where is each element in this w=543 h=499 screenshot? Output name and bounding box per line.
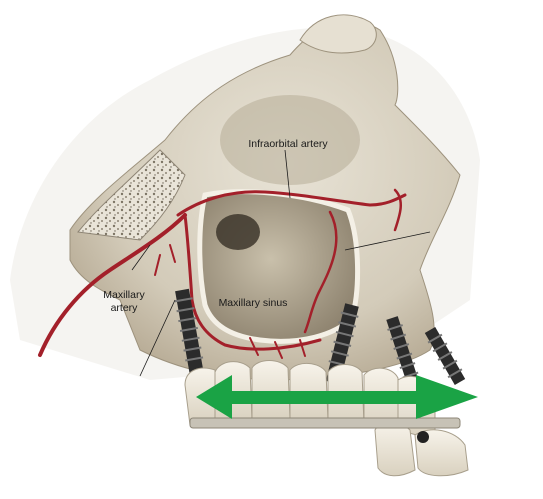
implant-screw-icon (417, 431, 429, 443)
maxillary-artery-branch (183, 213, 322, 351)
label-maxillary-sinus: Maxillary sinus (219, 297, 288, 309)
dental-implant-icon (325, 303, 359, 385)
infraorbital-artery-branch (393, 188, 402, 232)
dental-implant-icon (424, 327, 466, 385)
double-headed-arrow-icon (196, 375, 478, 419)
leader-line-lower (139, 299, 176, 377)
leader-line-maxillary-artery (131, 244, 151, 271)
leader-line-infraorbital (284, 149, 291, 199)
nasal-bone (299, 14, 377, 54)
maxillary-artery (38, 213, 187, 357)
sinus-artery-branch (303, 210, 338, 334)
prosthesis-bar (189, 417, 461, 429)
label-maxillary-artery-line2: artery (111, 302, 139, 314)
leader-line-sinus (344, 231, 431, 251)
dental-implant-icon (386, 316, 420, 389)
infraorbital-artery (176, 190, 407, 217)
maxillary-sinus-cavity (197, 189, 361, 344)
orbit-shadow (220, 95, 360, 185)
label-maxillary-artery-line1: Maxillary (103, 289, 145, 301)
sinus-dark-recess (216, 214, 260, 250)
label-infraorbital-artery: Infraorbital artery (248, 138, 328, 150)
alveolar-artery-branches (154, 244, 306, 359)
zygomatic-cancellous-bone (77, 149, 186, 241)
dental-implant-icon (174, 288, 205, 380)
